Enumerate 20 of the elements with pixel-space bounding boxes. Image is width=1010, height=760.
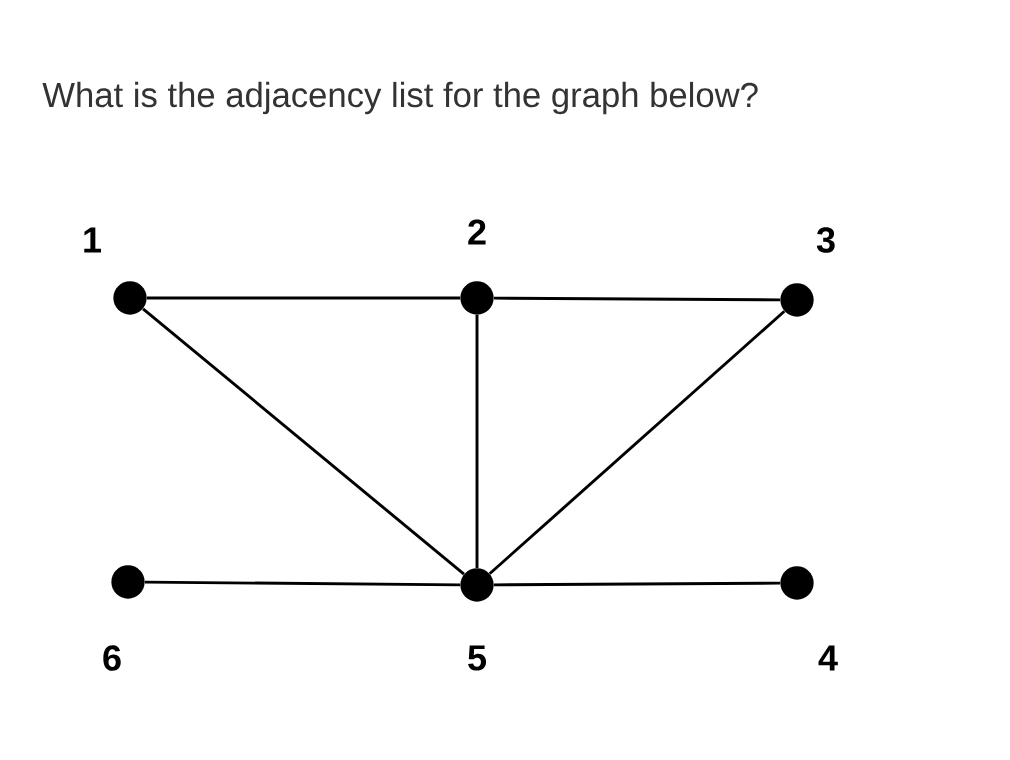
- vertex-dot: [113, 281, 147, 315]
- graph-edge: [488, 310, 786, 575]
- vertex-label: 2: [468, 219, 486, 245]
- graph-edge: [146, 296, 461, 300]
- vertex-label: 6: [103, 645, 121, 671]
- title: What is the adjacency list for the graph below?: [42, 81, 758, 115]
- vertex-dot: [460, 281, 494, 315]
- vertex-dot: [780, 283, 814, 317]
- vertex-label: 5: [468, 645, 487, 671]
- vertex-dot: [111, 565, 145, 599]
- vertex-dot: [780, 566, 814, 600]
- graph-edge: [142, 307, 465, 576]
- graph-edge: [144, 580, 461, 587]
- vertex-label: 4: [818, 645, 838, 671]
- vertex-label: 1: [84, 227, 102, 253]
- vertex-label: 3: [816, 227, 835, 253]
- graph-edge: [475, 314, 479, 569]
- vertex-dot: [460, 568, 494, 602]
- graph-edge: [493, 296, 781, 302]
- graph-edge: [493, 581, 781, 587]
